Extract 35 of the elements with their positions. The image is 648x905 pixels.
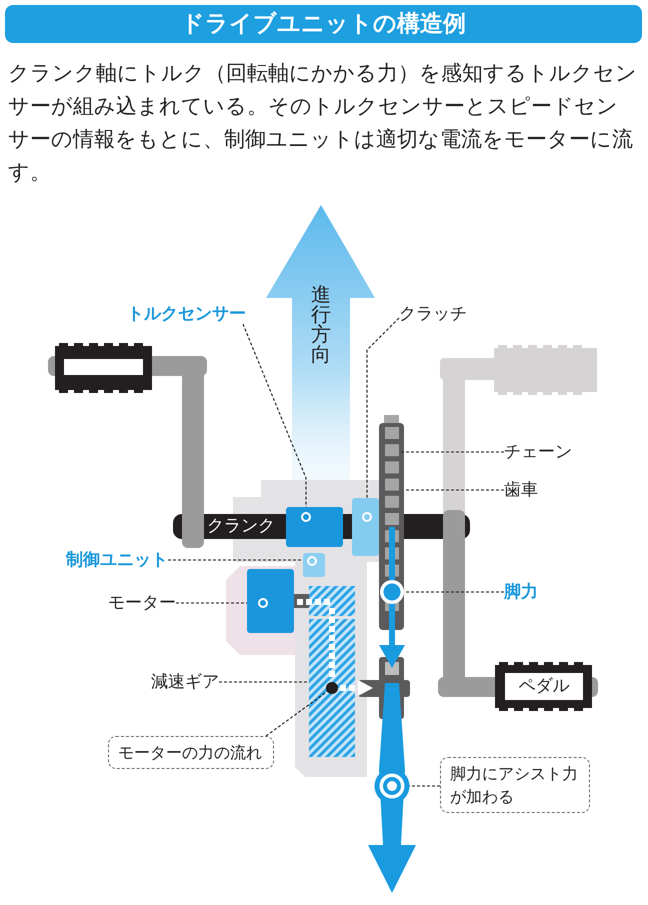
motor [247, 569, 294, 633]
part-label: 減速ギア [151, 672, 219, 692]
pedal-force-point [380, 580, 404, 604]
callout-box: モーターの力の流れ [108, 736, 274, 769]
leader-line [366, 318, 400, 498]
part-label: 歯車 [504, 480, 538, 500]
title-banner: ドライブユニットの構造例 [5, 5, 642, 43]
assist-force-point [374, 768, 410, 804]
leader-line [266, 691, 328, 736]
control-unit [303, 553, 325, 577]
pedal: ペダル [495, 662, 592, 711]
pedal [55, 343, 152, 393]
leader-line [399, 451, 504, 453]
part-label: クラッチ [399, 304, 467, 324]
leader-line [219, 681, 309, 683]
direction-label: 進行方向 [310, 284, 332, 364]
part-label: 脚力 [504, 582, 538, 602]
sprocket [379, 415, 404, 630]
part-label: トルクセンサー [127, 304, 246, 324]
clutch [352, 498, 379, 556]
leader-line [404, 591, 504, 593]
leader-line [168, 559, 303, 561]
leader-line [410, 785, 440, 787]
part-label: 制御ユニット [66, 550, 168, 570]
part-label: チェーン [504, 442, 572, 462]
leader-line [404, 489, 504, 491]
motor-force-point [326, 682, 338, 694]
reduction-gear [309, 586, 355, 757]
torque-sensor [286, 507, 343, 547]
leader-line [242, 324, 307, 507]
description-text: クランク軸にトルク（回転軸にかかる力）を感知するトルクセンサーが組み込まれている。そのトルクセンサーとスピードセンサーの情報をもとに、制御ユニットは適切な電流をモーターに流す。 [8, 60, 638, 186]
leader-line [176, 602, 247, 604]
callout-box: 脚力にアシスト力が加わる [440, 757, 590, 813]
part-label: モーター [108, 593, 176, 613]
rear-pedal [494, 345, 597, 395]
